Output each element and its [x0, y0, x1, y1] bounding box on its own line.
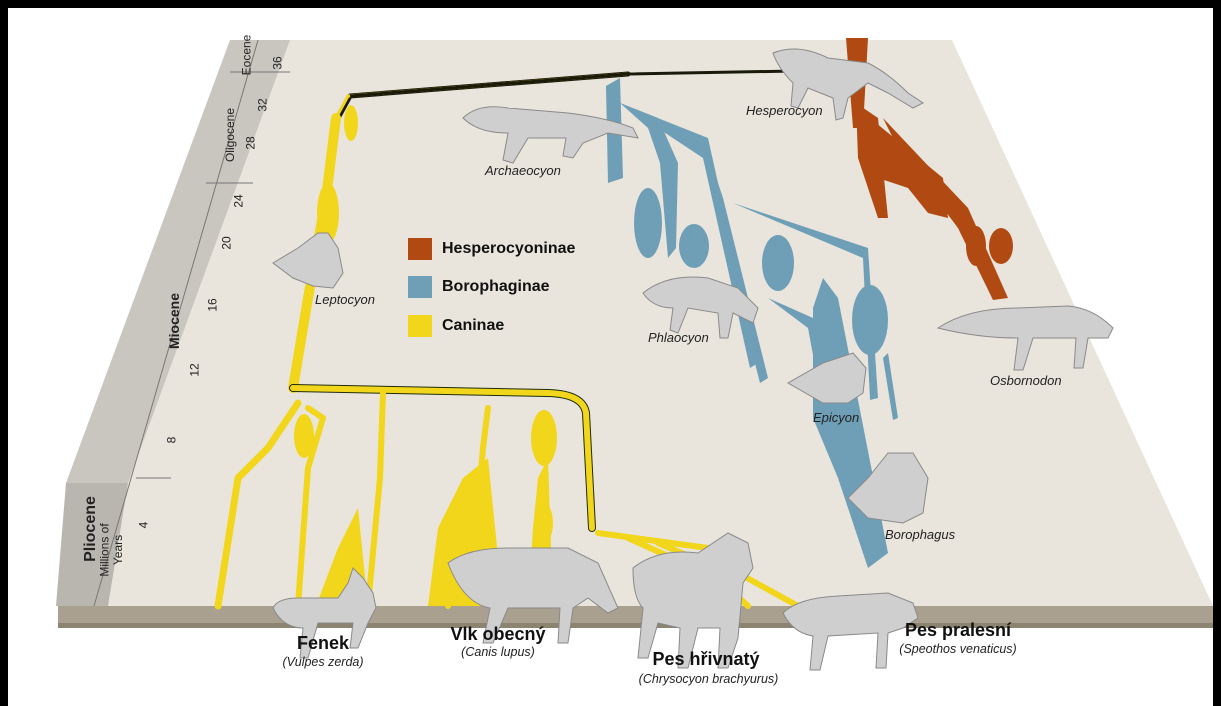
tick-12: 12: [188, 363, 202, 376]
epoch-miocene-label: Miocene: [166, 293, 182, 349]
legend-caninae: Caninae: [408, 315, 504, 337]
tick-20: 20: [220, 236, 234, 249]
legend-borophaginae: Borophaginae: [408, 276, 550, 298]
tick-28: 28: [244, 136, 258, 149]
label-hesperocyon: Hesperocyon: [746, 103, 823, 118]
tick-24: 24: [232, 194, 246, 207]
legend-label-caninae: Caninae: [442, 317, 504, 335]
stage: Eocene Oligocene Miocene Pliocene Millio…: [8, 8, 1213, 706]
legend-hesperocyoninae: Hesperocyoninae: [408, 238, 575, 260]
label-borophagus: Borophagus: [885, 527, 955, 542]
epoch-oligocene-label: Oligocene: [223, 108, 237, 162]
species-fenek-common: Fenek: [278, 633, 368, 654]
legend-label-borophaginae: Borophaginae: [442, 278, 550, 296]
legend-label-hesperocyoninae: Hesperocyoninae: [442, 240, 575, 258]
species-maned-wolf-scientific: (Chrysocyon brachyurus): [616, 672, 801, 686]
label-phlaocyon: Phlaocyon: [648, 330, 709, 345]
species-bush-dog-scientific: (Speothos venaticus): [873, 642, 1043, 656]
species-bush-dog-common: Pes pralesní: [883, 620, 1033, 641]
label-epicyon: Epicyon: [813, 410, 859, 425]
board-front-shadow: [58, 623, 1213, 628]
legend-swatch-caninae: [408, 315, 432, 337]
label-osbornodon: Osbornodon: [990, 373, 1062, 388]
phylogeny-diagram: [8, 8, 1213, 706]
species-fenek-scientific: (Vulpes zerda): [263, 655, 383, 669]
tick-4: 4: [136, 522, 150, 529]
tick-36: 36: [271, 56, 285, 69]
label-leptocyon: Leptocyon: [315, 292, 375, 307]
legend-swatch-hesperocyoninae: [408, 238, 432, 260]
species-wolf-scientific: (Canis lupus): [433, 645, 563, 659]
tick-32: 32: [256, 98, 270, 111]
unit-label-line2: Years: [111, 535, 125, 565]
species-maned-wolf-common: Pes hřivnatý: [626, 649, 786, 670]
label-archaeocyon: Archaeocyon: [485, 163, 561, 178]
species-wolf-common: Vlk obecný: [433, 624, 563, 645]
legend-swatch-borophaginae: [408, 276, 432, 298]
tick-16: 16: [206, 298, 220, 311]
epoch-eocene-label: Eocene: [239, 35, 253, 76]
tick-8: 8: [164, 437, 178, 444]
unit-label-line1: Millions of: [98, 523, 112, 576]
board-front: [58, 606, 1213, 623]
